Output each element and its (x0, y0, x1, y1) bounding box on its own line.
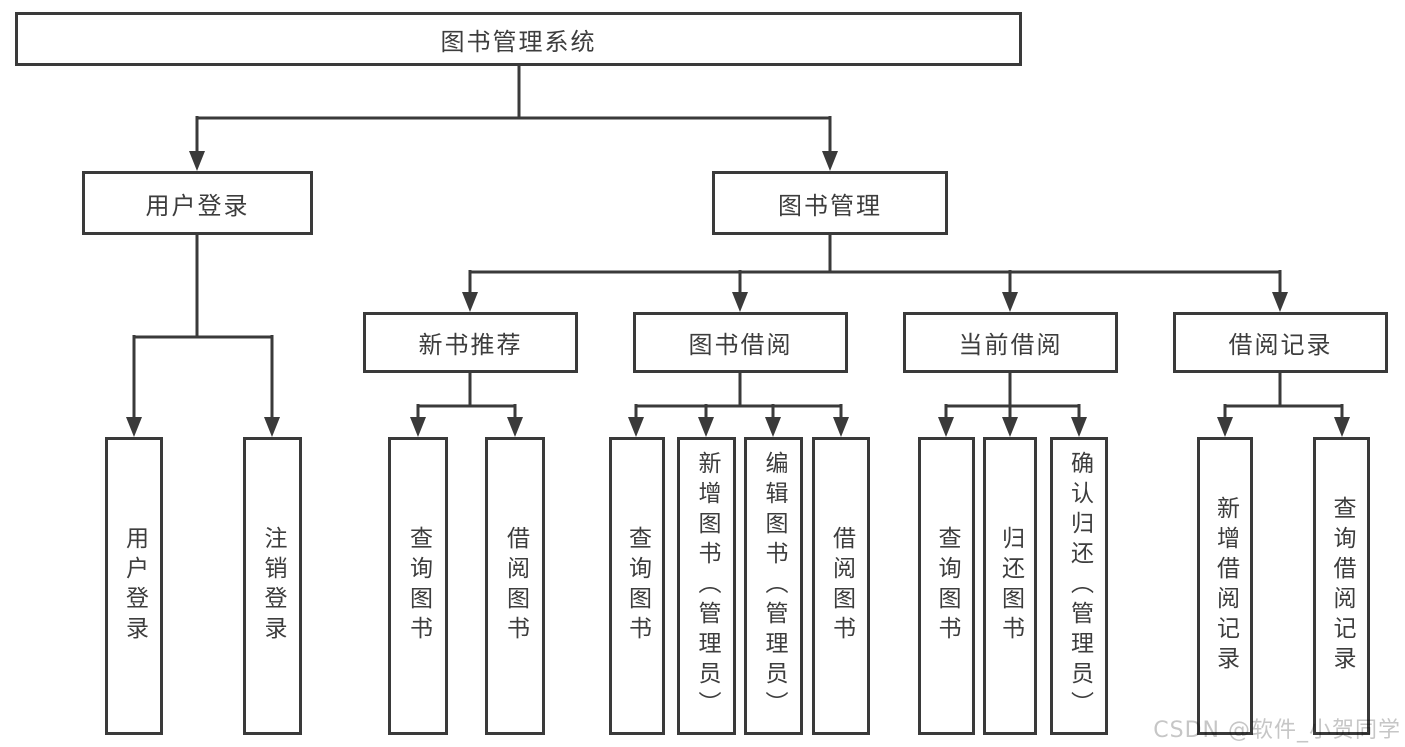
leaf-logout-label: 注销登录 (260, 526, 286, 646)
node-book-management: 图书管理 (712, 171, 948, 235)
leaf-query-books-2-label: 查询图书 (624, 526, 651, 646)
leaf-borrow-books-1-label: 借阅图书 (502, 526, 529, 646)
leaf-query-books-3-label: 查询图书 (934, 526, 960, 646)
leaf-query-borrow-record: 查询借阅记录 (1313, 437, 1370, 735)
leaf-query-borrow-record-label: 查询借阅记录 (1329, 496, 1355, 676)
leaf-add-book-admin: 新增图书（管理员） (677, 437, 736, 735)
leaf-return-book-label: 归还图书 (997, 526, 1024, 646)
leaf-confirm-return-admin: 确认归还（管理员） (1050, 437, 1108, 735)
leaf-add-borrow-record: 新增借阅记录 (1197, 437, 1253, 735)
leaf-edit-book-admin-label: 编辑图书（管理员） (761, 451, 787, 721)
leaf-borrow-books-2: 借阅图书 (812, 437, 870, 735)
leaf-user-login: 用户登录 (105, 437, 163, 735)
leaf-logout: 注销登录 (243, 437, 302, 735)
node-book-borrowing: 图书借阅 (633, 312, 848, 373)
leaf-query-books-2: 查询图书 (609, 437, 665, 735)
leaf-user-login-label: 用户登录 (121, 526, 148, 646)
node-library-system: 图书管理系统 (15, 12, 1022, 66)
leaf-add-borrow-record-label: 新增借阅记录 (1212, 496, 1239, 676)
leaf-query-books-1-label: 查询图书 (405, 526, 432, 646)
leaf-borrow-books-1: 借阅图书 (485, 437, 545, 735)
leaf-return-book: 归还图书 (983, 437, 1037, 735)
node-borrowing-records: 借阅记录 (1173, 312, 1388, 373)
node-user-login-group: 用户登录 (82, 171, 313, 235)
node-current-borrowing: 当前借阅 (903, 312, 1118, 373)
leaf-add-book-admin-label: 新增图书（管理员） (694, 451, 720, 721)
leaf-edit-book-admin: 编辑图书（管理员） (744, 437, 803, 735)
watermark: CSDN @软件_小贺同学 (1153, 718, 1401, 743)
leaf-query-books-3: 查询图书 (918, 437, 975, 735)
leaf-confirm-return-admin-label: 确认归还（管理员） (1066, 451, 1093, 721)
leaf-borrow-books-2-label: 借阅图书 (828, 526, 855, 646)
leaf-query-books-1: 查询图书 (388, 437, 448, 735)
node-new-book-recommend: 新书推荐 (363, 312, 578, 373)
